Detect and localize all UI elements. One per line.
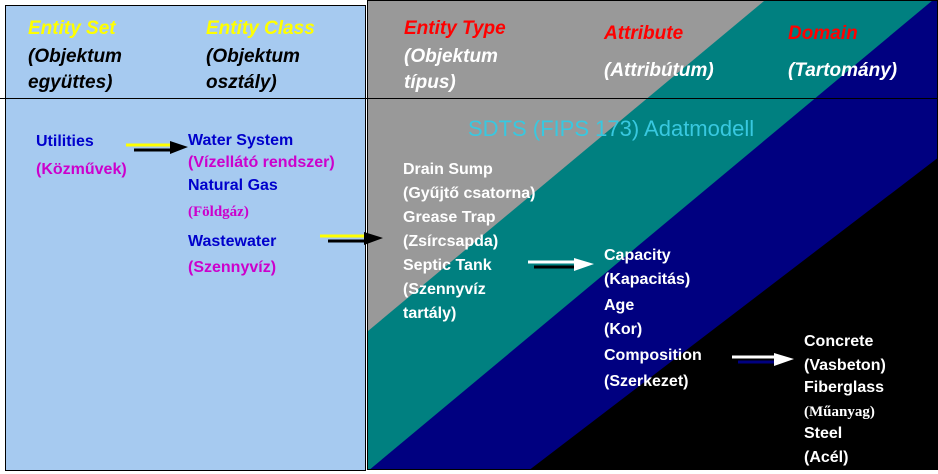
header-entity-type-sub2: típus) [404,72,456,93]
right-panel [367,0,938,470]
arrow-attributes-to-domains [732,353,794,366]
attribute-translation: (Kor) [604,321,643,338]
attribute-name: Age [604,297,635,314]
domain-translation: (Műanyag) [804,404,875,420]
entity-class-translation: (Földgáz) [188,204,249,220]
arrow-utilities-to-water-system [126,141,188,154]
domain-name: Fiberglass [804,379,885,396]
header-entity-class-sub2: osztály) [206,72,277,93]
entity-type-name: Grease Trap [403,209,496,226]
entity-type-translation: (Szennyvíz [403,281,486,298]
domain-name: Concrete [804,333,874,350]
diagonal-bands [368,1,937,469]
domain-name: Steel [804,425,843,442]
header-entity-set-sub2: együttes) [28,72,113,93]
attribute-name: Composition [604,347,702,364]
attribute-translation: (Kapacitás) [604,271,691,288]
attribute-translation: (Szerkezet) [604,373,689,390]
entity-class-name: Water System [188,132,294,149]
header-entity-class: Entity Class [206,18,315,39]
entity-type-translation-cont: tartály) [403,305,457,322]
header-entity-set-sub1: (Objektum [28,46,122,67]
entity-type-translation: (Zsírcsapda) [403,233,499,250]
header-entity-set: Entity Set [28,18,116,39]
domain-translation: (Vasbeton) [804,357,886,374]
header-attribute: Attribute [604,23,684,44]
header-entity-class-sub1: (Objektum [206,46,300,67]
arrow-entity-types-to-attributes [528,258,594,271]
header-domain: Domain [788,23,858,44]
entity-set-name: Utilities [36,133,94,150]
header-attribute-sub: (Attribútum) [604,60,714,81]
entity-class-name: Wastewater [188,233,277,250]
attribute-name: Capacity [604,247,671,264]
diagram-title: SDTS (FIPS 173) Adatmodell [468,116,755,141]
entity-type-name: Septic Tank [403,257,492,274]
header-entity-type-sub1: (Objektum [404,46,498,67]
entity-class-name: Natural Gas [188,177,278,194]
entity-set-translation: (Közművek) [36,161,127,178]
entity-class-translation: (Szennyvíz) [188,259,277,276]
entity-type-name: Drain Sump [403,161,493,178]
header-divider [0,98,938,99]
header-domain-sub: (Tartomány) [788,60,898,81]
arrow-wastewater-to-entity-types [320,232,383,245]
left-panel [5,5,366,471]
header-entity-type: Entity Type [404,18,506,39]
entity-class-translation: (Vízellátó rendszer) [188,154,335,171]
domain-translation: (Acél) [804,449,849,466]
entity-type-translation: (Gyűjtő csatorna) [403,185,536,202]
